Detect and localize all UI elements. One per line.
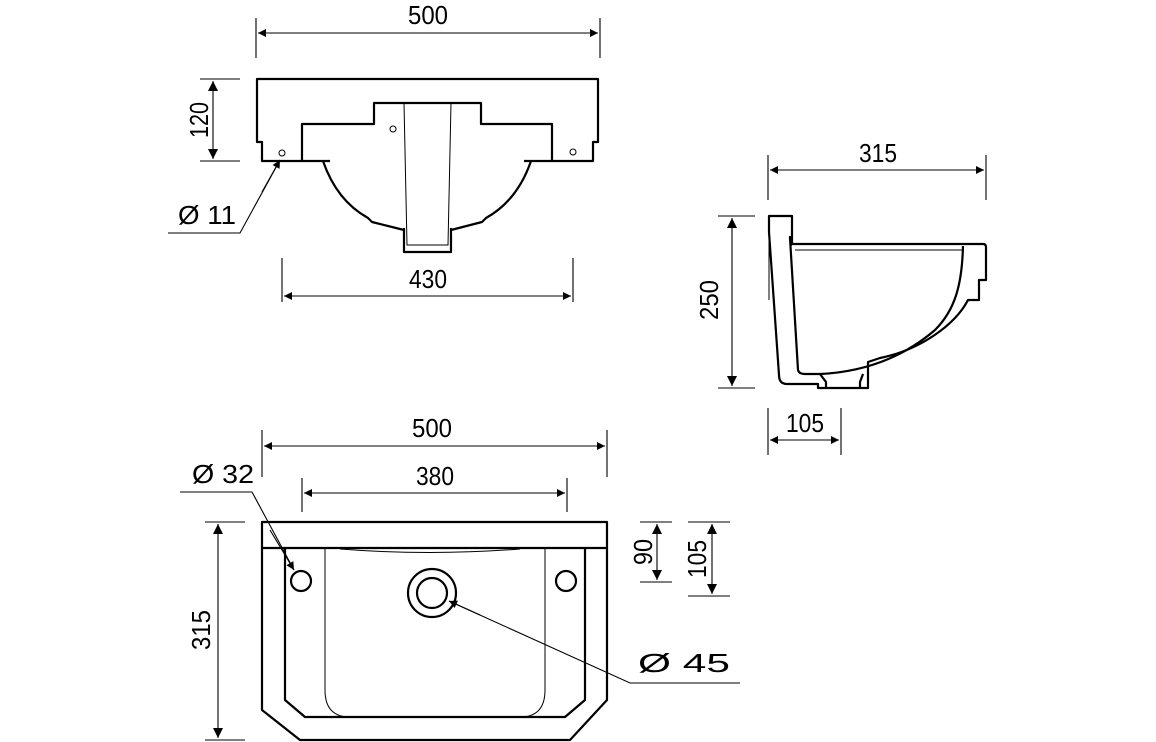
- dimension-label: 315: [186, 610, 216, 650]
- dimension-label: 105: [682, 540, 712, 578]
- dimension-width-500: 500: [255, 0, 601, 58]
- tap-hole: [554, 569, 578, 593]
- dimension-label: 500: [412, 413, 452, 443]
- dimension-label: 500: [408, 0, 448, 30]
- side-view-outline: [767, 214, 988, 390]
- dimension-label: 90: [628, 539, 658, 565]
- dimension-label: 380: [416, 461, 454, 491]
- dimension-label: Ø 11: [178, 200, 236, 230]
- waste-outlet-outer: [406, 567, 458, 619]
- fixing-hole: [389, 125, 397, 133]
- tap-hole: [289, 569, 313, 593]
- top-view: 500 120 Ø 11 430: [168, 0, 601, 302]
- dimension-fixing-span-430: 430: [281, 258, 574, 302]
- dimension-height-250: 250: [694, 215, 755, 389]
- dimension-depth-120: 120: [184, 78, 240, 162]
- dimension-waste-offset-105: 105: [767, 408, 842, 455]
- fixing-hole: [278, 149, 286, 157]
- plan-view: 500 380 Ø 32 315 90 105: [180, 413, 740, 742]
- dimension-depth-315: 315: [186, 521, 245, 741]
- dimension-projection-315: 315: [767, 138, 987, 200]
- dimension-tap-span-380: 380: [301, 461, 568, 512]
- dimension-width-500-plan: 500: [261, 413, 608, 477]
- dimension-label: Ø 45: [638, 648, 730, 678]
- dimension-waste-offset-105-plan: 105: [682, 521, 730, 597]
- dimension-label: 120: [184, 102, 214, 138]
- waste-outlet: [415, 576, 449, 610]
- dimension-label: 315: [859, 138, 897, 168]
- dimension-fixing-hole-11: Ø 11: [168, 159, 281, 234]
- dimension-label: 105: [786, 408, 824, 438]
- dimension-waste-45: Ø 45: [448, 600, 740, 684]
- dimension-tap-offset-90: 90: [628, 521, 672, 583]
- dimension-label: 430: [409, 264, 447, 294]
- side-view: 315 250 105: [694, 138, 988, 455]
- dimension-label: Ø 32: [192, 459, 254, 489]
- dimension-label: 250: [694, 280, 724, 320]
- top-view-outline: [255, 77, 600, 254]
- dimension-tap-hole-32: Ø 32: [180, 459, 295, 571]
- fixing-hole: [569, 148, 577, 156]
- plan-view-outline: [260, 520, 609, 742]
